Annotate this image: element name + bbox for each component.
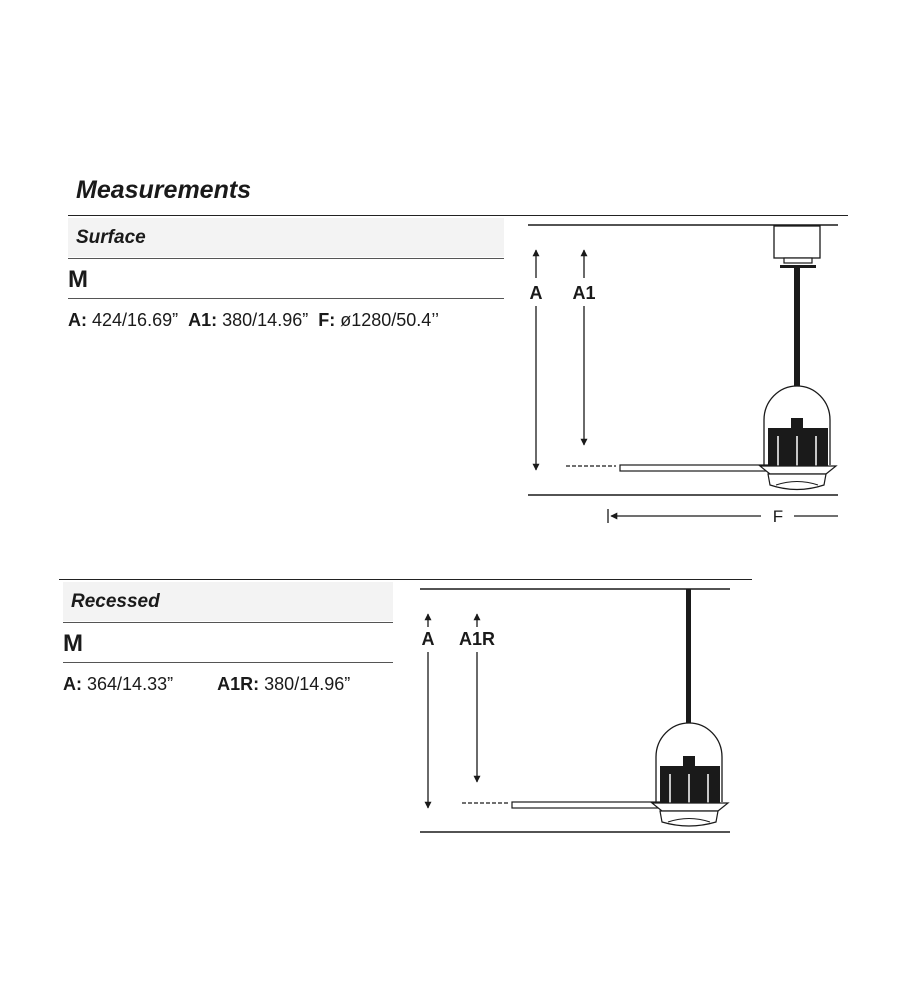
motor-cap (791, 418, 803, 428)
surface-header-rule (68, 258, 504, 259)
downrod (686, 589, 691, 757)
surface-diagram (528, 224, 838, 523)
surface-header: Surface (68, 218, 504, 257)
spec-value: 364/14.33” (87, 674, 174, 694)
recessed-header: Recessed (63, 582, 393, 621)
recessed-model: M (63, 630, 83, 657)
canopy (773, 225, 821, 259)
spec-key: A: (63, 674, 82, 694)
canopy-collar (783, 257, 813, 264)
spec-key: F: (318, 310, 336, 330)
blade (619, 464, 771, 472)
dimension-label-a1: A1 (572, 283, 595, 303)
spec-key: A1: (188, 310, 218, 330)
motor-block (768, 428, 828, 466)
page-title: Measurements (76, 176, 252, 204)
recessed-header-rule (63, 622, 393, 623)
spec-value: 380/14.96” (222, 310, 309, 330)
spec-key: A1R: (217, 674, 260, 694)
recessed-diagram (420, 588, 730, 833)
surface-top-rule (68, 215, 848, 216)
spec-value: 424/16.69” (92, 310, 179, 330)
recessed-title: Recessed (71, 590, 160, 612)
blade (511, 801, 663, 809)
spec-value: ø1280/50.4’’ (340, 310, 439, 330)
dimension-label-f: F (773, 507, 783, 526)
surface-model: M (68, 266, 88, 293)
surface-title: Surface (76, 226, 146, 248)
recessed-model-rule (63, 662, 393, 663)
dimension-label-a: A (530, 283, 543, 303)
motor-cap (683, 756, 695, 766)
spec-value: 380/14.96” (264, 674, 351, 694)
recessed-top-rule (59, 579, 752, 580)
rotor-plate (758, 465, 838, 475)
motor-block (660, 766, 720, 803)
surface-model-rule (68, 298, 504, 299)
downrod (794, 266, 800, 392)
spec-key: A: (68, 310, 87, 330)
rotor-plate (650, 802, 730, 812)
recessed-specs: A: 364/14.33” A1R: 380/14.96” (63, 674, 350, 695)
dimension-label-a1r: A1R (459, 629, 495, 649)
surface-specs: A: 424/16.69” A1: 380/14.96” F: ø1280/50… (68, 310, 439, 331)
dimension-label-a: A (422, 629, 435, 649)
